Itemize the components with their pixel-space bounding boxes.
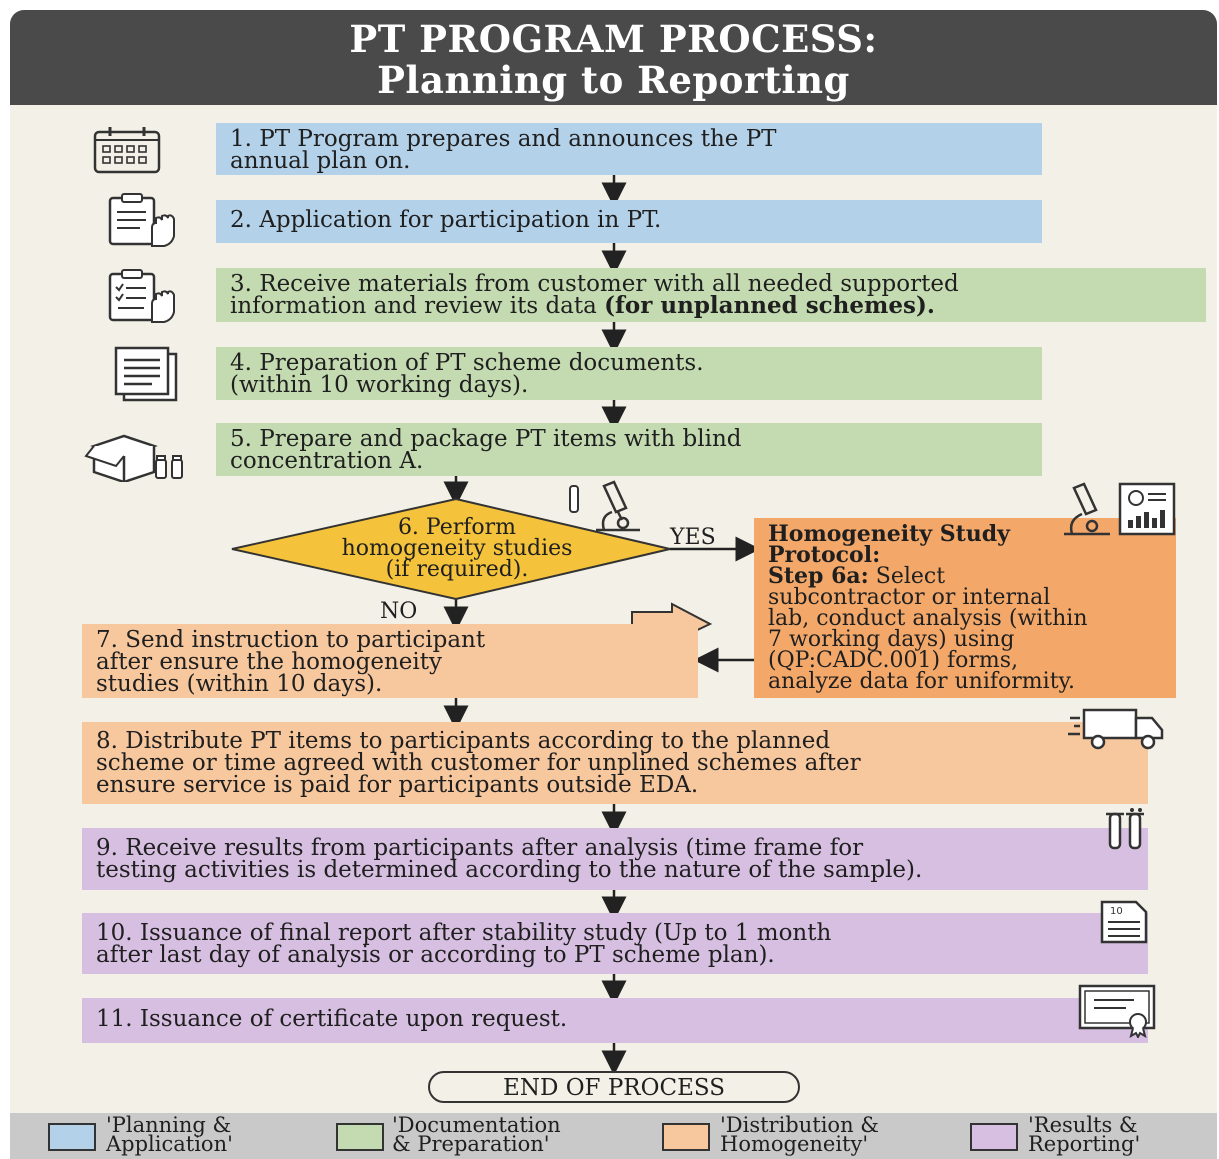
homogeneity-protocol-box: Homogeneity Study Protocol: Step 6a: Sel… <box>754 518 1176 698</box>
protocol-title: Homogeneity Study Protocol: <box>768 521 1010 568</box>
certificate-icon <box>1078 984 1156 1038</box>
page-subtitle: Planning to Reporting <box>377 58 850 102</box>
legend-swatch-planning <box>48 1123 96 1151</box>
legend-label-planning: 'Planning & Application' <box>106 1113 233 1156</box>
step-1-text: 1. PT Program prepares and announces the… <box>230 126 777 174</box>
protocol-step-label: Step 6a: <box>768 563 869 589</box>
protocol-step-text: Select subcontractor or internal lab, co… <box>768 564 1088 694</box>
step-2-box: 2. Application for participation in PT. <box>216 200 1042 243</box>
legend-swatch-distribution <box>662 1123 710 1151</box>
step-1-box: 1. PT Program prepares and announces the… <box>216 123 1042 175</box>
step-3-bold-text: (for unplanned schemes). <box>604 292 935 319</box>
step-7-box: 7. Send instruction to participant after… <box>82 624 698 698</box>
step-8-box: 8. Distribute PT items to participants a… <box>82 722 1148 804</box>
page-title: PT PROGRAM PROCESS: <box>349 17 878 61</box>
step-11-text: 11. Issuance of certificate upon request… <box>96 1006 568 1032</box>
end-of-process-terminator: END OF PROCESS <box>428 1071 800 1103</box>
legend-label-documentation: 'Documentation & Preparation' <box>392 1113 561 1156</box>
test-tubes-icon <box>1106 808 1144 850</box>
legend-label-distribution: 'Distribution & Homogeneity' <box>720 1113 879 1156</box>
microscope-test-tube-icon <box>569 480 640 532</box>
step-5-box: 5. Prepare and package PT items with bli… <box>216 423 1042 476</box>
step-10-box: 10. Issuance of final report after stabi… <box>82 913 1148 974</box>
step-7-text: 7. Send instruction to participant after… <box>96 627 486 697</box>
decision-diamond <box>231 497 671 601</box>
no-label: NO <box>380 599 418 624</box>
step-9-box: 9. Receive results from participants aft… <box>82 828 1148 890</box>
step-9-text: 9. Receive results from participants aft… <box>96 835 923 883</box>
clipboard-hand-icon <box>108 193 175 247</box>
document-icon <box>114 346 178 402</box>
step-3-text: 3. Receive materials from customer with … <box>230 271 959 319</box>
legend-swatch-documentation <box>336 1123 384 1151</box>
title-banner: PT PROGRAM PROCESS: Planning to Reportin… <box>10 10 1217 105</box>
clipboard-check-hand-icon <box>108 269 175 323</box>
microscope-report-icon <box>1064 482 1176 536</box>
box-vials-icon <box>84 434 183 482</box>
step-5-text: 5. Prepare and package PT items with bli… <box>230 426 742 474</box>
process-panel: PT PROGRAM PROCESS: Planning to Reportin… <box>10 10 1217 1159</box>
step-6-decision-text: 6. Perform homogeneity studies (if requi… <box>341 515 573 582</box>
truck-icon <box>1068 708 1164 750</box>
step-4-text: 4. Preparation of PT scheme documents. (… <box>230 350 704 398</box>
legend: 'Planning & Application' 'Documentation … <box>10 1113 1217 1159</box>
step-2-text: 2. Application for participation in PT. <box>230 207 662 233</box>
legend-label-results: 'Results & Reporting' <box>1028 1113 1141 1156</box>
step-8-text: 8. Distribute PT items to participants a… <box>96 728 861 798</box>
report-10-icon: 10 <box>1100 900 1148 944</box>
step-4-box: 4. Preparation of PT scheme documents. (… <box>216 347 1042 400</box>
step-3-box: 3. Receive materials from customer with … <box>216 268 1206 322</box>
step-11-box: 11. Issuance of certificate upon request… <box>82 998 1148 1043</box>
step-10-text: 10. Issuance of final report after stabi… <box>96 920 832 968</box>
calendar-icon <box>93 127 161 174</box>
yes-label: YES <box>670 525 716 550</box>
legend-swatch-results <box>970 1123 1018 1151</box>
svg-text:10: 10 <box>1110 906 1123 917</box>
